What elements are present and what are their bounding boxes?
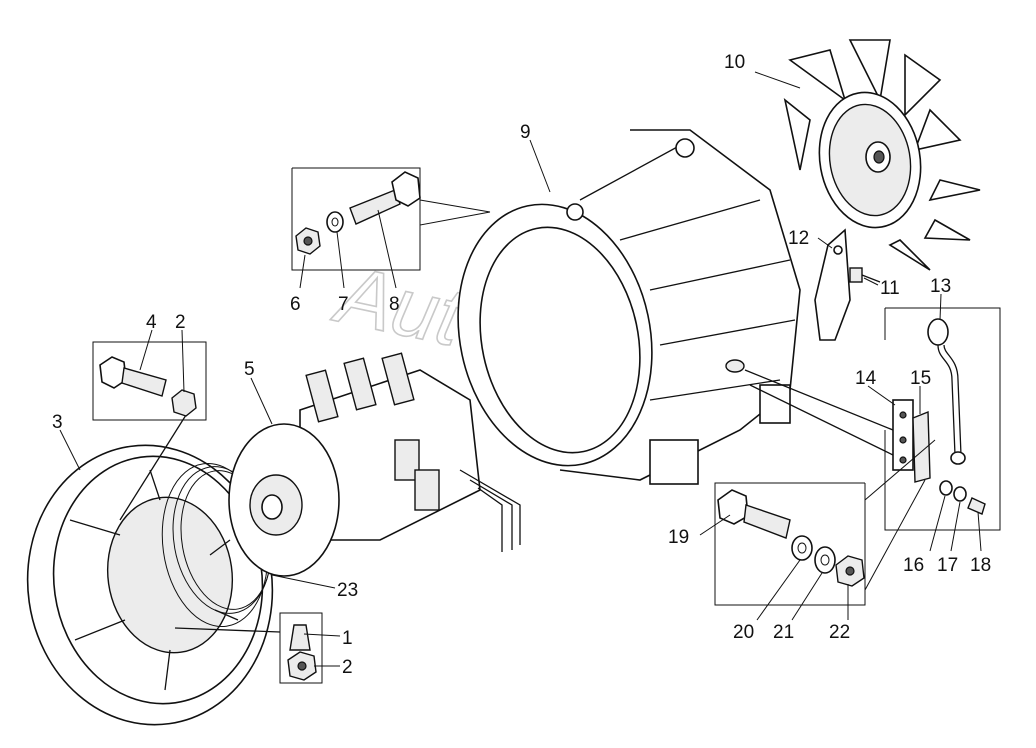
callout-5: 5	[244, 359, 255, 380]
callout-21: 21	[773, 622, 794, 643]
callout-6: 6	[290, 294, 301, 315]
kit-box-6-7-8	[291, 167, 491, 271]
part-11-screw	[849, 267, 881, 283]
part-5-rotor	[228, 352, 521, 577]
kit-box-13-18	[884, 307, 1001, 531]
part-18-screw	[967, 497, 986, 515]
callout-17: 17	[937, 555, 958, 576]
part-1-stud	[289, 624, 311, 651]
callout-14: 14	[855, 368, 877, 389]
callout-4: 4	[146, 312, 157, 333]
part-21-washer	[814, 546, 836, 574]
callout-15: 15	[910, 368, 931, 389]
callout-8: 8	[389, 294, 400, 315]
kit-box-19-22	[714, 439, 936, 606]
callout-23: 23	[337, 580, 358, 601]
callout-22: 22	[829, 622, 850, 643]
callout-labels: 1 2 3 4 2 5 6 7 8 9 10 11 12 13 14 15 16…	[52, 52, 991, 678]
part-12-bracket	[814, 228, 851, 341]
callout-20: 20	[733, 622, 754, 643]
kit-box-1-2	[174, 612, 323, 684]
callout-18: 18	[970, 555, 991, 576]
callout-3: 3	[52, 412, 63, 433]
callout-16: 16	[903, 555, 924, 576]
part-13-cable	[927, 318, 966, 465]
part-4-bolt	[99, 356, 167, 397]
callout-7: 7	[338, 294, 349, 315]
part-20-washer	[791, 535, 813, 561]
callout-11: 11	[880, 278, 900, 299]
callout-12: 12	[788, 228, 809, 249]
part-7-washer	[326, 211, 344, 233]
callout-2-upper: 2	[175, 312, 186, 333]
callout-9: 9	[520, 122, 531, 143]
part-19-bolt	[717, 489, 791, 539]
part-15-block	[912, 410, 931, 483]
part-16-washer	[939, 480, 953, 496]
callout-10: 10	[724, 52, 745, 73]
part-2-nut-upper	[171, 389, 197, 417]
part-9-stator-housing	[457, 129, 801, 485]
part-14-plate	[892, 399, 914, 471]
part-10-fan	[783, 39, 981, 271]
callout-19: 19	[668, 527, 689, 548]
leader-lines	[59, 71, 982, 667]
callout-1: 1	[342, 628, 353, 649]
part-8-bolt	[349, 171, 421, 225]
callout-13: 13	[930, 276, 951, 297]
kit-box-4-2	[92, 341, 207, 521]
part-17-washer	[953, 486, 967, 502]
callout-2-lower: 2	[342, 657, 353, 678]
